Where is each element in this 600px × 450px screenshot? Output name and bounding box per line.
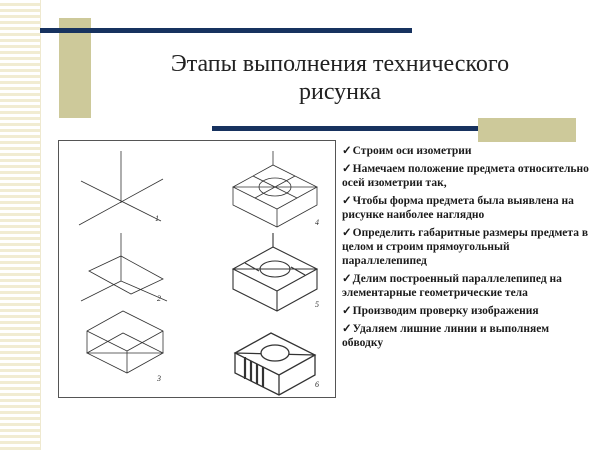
figure-step-number-6: 6 <box>315 380 319 389</box>
check-icon: ✓ <box>342 145 352 157</box>
panel-box <box>86 310 164 374</box>
figure-step-number-5: 5 <box>315 300 319 309</box>
check-icon: ✓ <box>342 273 352 285</box>
left-stripe-decoration <box>0 0 41 450</box>
step-item: ✓Определить габаритные размеры предмета … <box>342 226 590 268</box>
figure-step-number-4: 4 <box>315 218 319 227</box>
decor-block-top <box>59 18 91 118</box>
isometric-drawing-svg: 1 2 3 4 5 6 <box>78 151 319 396</box>
step-text: Производим проверку изображения <box>352 305 539 317</box>
panel-cut-box <box>231 233 319 312</box>
step-text: Делим построенный параллелепипед на элем… <box>342 273 562 299</box>
figure-step-number-3: 3 <box>156 374 161 383</box>
figure-step-number-1: 1 <box>155 214 159 223</box>
panel-axes <box>78 151 164 226</box>
step-text: Намечаем положение предмета относительно… <box>342 163 589 189</box>
panel-base-parallelogram <box>80 233 168 302</box>
step-item: ✓Намечаем положение предмета относительн… <box>342 162 590 190</box>
step-item: ✓Строим оси изометрии <box>342 144 590 158</box>
step-text: Определить габаритные размеры предмета в… <box>342 227 589 267</box>
steps-list: ✓Строим оси изометрии ✓Намечаем положени… <box>342 144 590 354</box>
step-item: ✓Чтобы форма предмета была выявлена на р… <box>342 194 590 222</box>
bottom-rule <box>212 126 576 131</box>
panel-wireframe-box <box>232 151 318 228</box>
panel-final-part <box>233 332 317 396</box>
isometric-drawing-stages-figure: 1 2 3 4 5 6 <box>58 140 336 398</box>
step-text: Удаляем лишние линии и выполняем обводку <box>342 323 550 349</box>
check-icon: ✓ <box>342 305 352 317</box>
figure-step-number-2: 2 <box>157 294 161 303</box>
step-text: Чтобы форма предмета была выявлена на ри… <box>342 195 574 221</box>
check-icon: ✓ <box>342 323 352 335</box>
slide-title-line-1: Этапы выполнения технического <box>170 51 510 77</box>
slide-title-line-2: рисунка <box>299 79 381 105</box>
step-item: ✓Производим проверку изображения <box>342 304 590 318</box>
check-icon: ✓ <box>342 195 352 207</box>
top-rule <box>40 28 412 33</box>
slide-title: Этапы выполнения технического рисунка <box>140 50 540 106</box>
check-icon: ✓ <box>342 227 352 239</box>
check-icon: ✓ <box>342 163 352 175</box>
decor-block-bottom <box>478 118 576 142</box>
step-text: Строим оси изометрии <box>352 145 472 157</box>
step-item: ✓Делим построенный параллелепипед на эле… <box>342 272 590 300</box>
step-item: ✓Удаляем лишние линии и выполняем обводк… <box>342 322 590 350</box>
